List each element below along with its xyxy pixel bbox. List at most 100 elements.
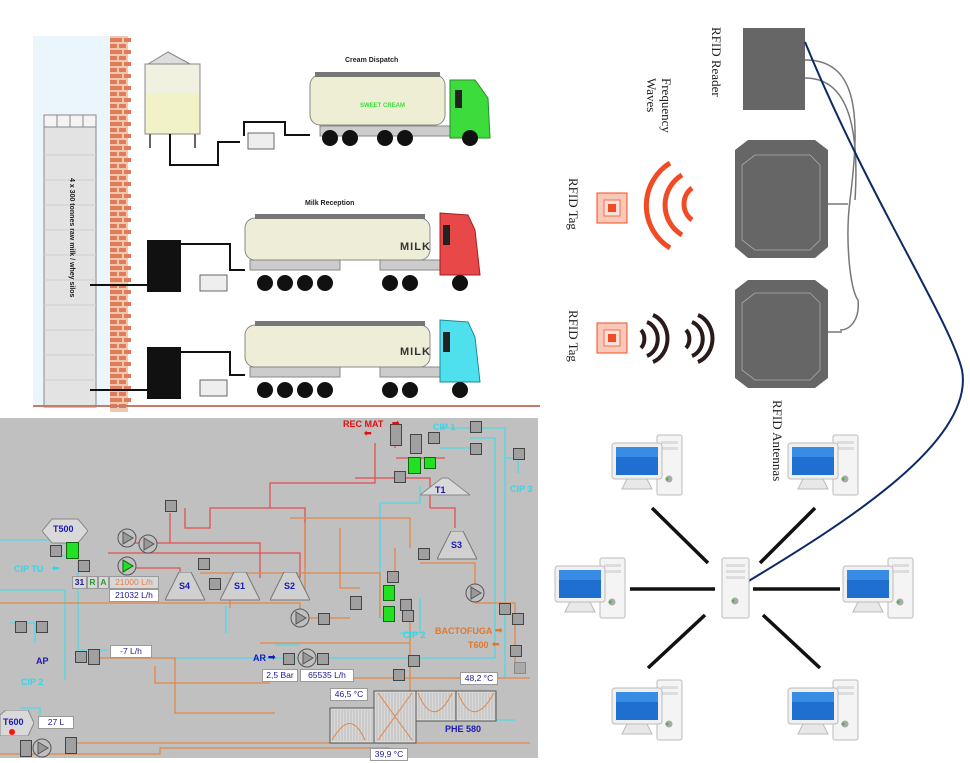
valve-grey[interactable] [387,571,399,583]
brick [119,68,126,72]
brick [110,104,117,108]
network-client-computer-icon [611,679,683,741]
valve-green-t500[interactable] [66,542,79,559]
valve-grey[interactable] [499,603,511,615]
valve-green-t1-b[interactable] [424,457,436,469]
t600-out-label: T600 [468,640,489,650]
valve-green-mid-b[interactable] [383,606,395,622]
brick [124,254,131,258]
valve-grey[interactable] [394,471,406,483]
t500-tank [42,518,88,544]
valve-grey[interactable] [283,653,295,665]
valve-grey[interactable] [470,421,482,433]
flow-actual: 21032 L/h [109,589,159,602]
valve-grey[interactable] [198,558,210,570]
brick [115,386,122,390]
brick [115,182,122,186]
brick [119,56,126,60]
pressure-readout: 2,5 Bar [262,669,298,682]
valve-grey[interactable] [402,610,414,622]
dairy-plant-drawing [33,36,540,412]
valve-grey[interactable] [350,596,362,610]
pump-4[interactable] [290,608,310,628]
brick [110,308,117,312]
milk-reception-label: Milk Reception [305,200,355,207]
brick [115,362,122,366]
cream-truck-text: SWEET CREAM [360,103,405,109]
brick [119,152,126,156]
brick [115,170,122,174]
brick [115,50,122,54]
valve-grey[interactable] [36,621,48,633]
brick [110,362,117,366]
brick [115,218,122,222]
brick [110,182,117,186]
valve-grey[interactable] [50,545,62,557]
brick [115,110,122,114]
temp-3-readout: 39,9 °C [370,748,408,761]
pump-t600[interactable] [32,738,52,758]
brick [119,92,126,96]
valve-grey[interactable] [165,500,177,512]
brick [124,146,131,150]
brick [115,290,122,294]
valve-grey[interactable] [512,613,524,625]
valve-grey[interactable] [418,548,430,560]
brick [110,158,117,162]
brick [115,398,122,402]
brick [115,134,122,138]
brick [110,386,117,390]
brick [115,206,122,210]
brick [124,122,131,126]
valve-grey[interactable] [390,424,402,446]
brick [110,278,117,282]
valve-grey[interactable] [209,578,221,590]
valve-grey[interactable] [20,740,32,757]
valve-grey[interactable] [410,434,422,454]
valve-grey[interactable] [78,560,90,572]
brick [110,380,117,384]
bactofuga-label: BACTOFUGA [435,626,493,636]
valve-grey[interactable] [408,655,420,667]
t600-level-readout: 27 L [38,716,74,729]
pump-ar[interactable] [297,648,317,668]
frequency-waves-active-icon [643,160,694,251]
pump-3-running[interactable] [117,556,137,576]
brick [110,260,117,264]
valve-grey[interactable] [510,645,522,657]
pump-5[interactable] [465,583,485,603]
valve-grey[interactable] [317,653,329,665]
valve-grey[interactable] [75,651,87,663]
valve-grey[interactable] [393,669,405,681]
valve-grey[interactable] [513,448,525,460]
valve-grey[interactable] [514,662,526,674]
status-a: A [98,576,109,589]
valve-grey[interactable] [318,613,330,625]
valve-grey[interactable] [65,737,77,754]
brick [110,86,117,90]
cip-2-mid-label: CIP 2 [403,630,426,640]
brick [119,128,126,132]
rfid-antennas-label: RFID Antennas [770,400,785,482]
valve-grey[interactable] [88,649,100,665]
brick [124,74,131,78]
plate-heat-exchanger-1 [147,240,181,292]
brick [119,260,126,264]
valve-green-mid-a[interactable] [383,585,395,601]
brick [110,290,117,294]
flow-setpoint[interactable]: 21000 L/h [109,576,159,589]
valve-green-t1-a[interactable] [408,457,421,474]
cip-3-label: CIP 3 [510,484,533,494]
valve-grey[interactable] [15,621,27,633]
brick [110,326,117,330]
pump-1[interactable] [117,528,137,548]
valve-grey[interactable] [470,443,482,455]
brick [119,176,126,180]
brick [110,254,117,258]
pump-2[interactable] [138,534,158,554]
separator-s4 [165,572,205,601]
brick [110,116,117,120]
valve-grey[interactable] [428,432,440,444]
brick [110,44,117,48]
flow-ar-readout: 65535 L/h [300,669,354,682]
